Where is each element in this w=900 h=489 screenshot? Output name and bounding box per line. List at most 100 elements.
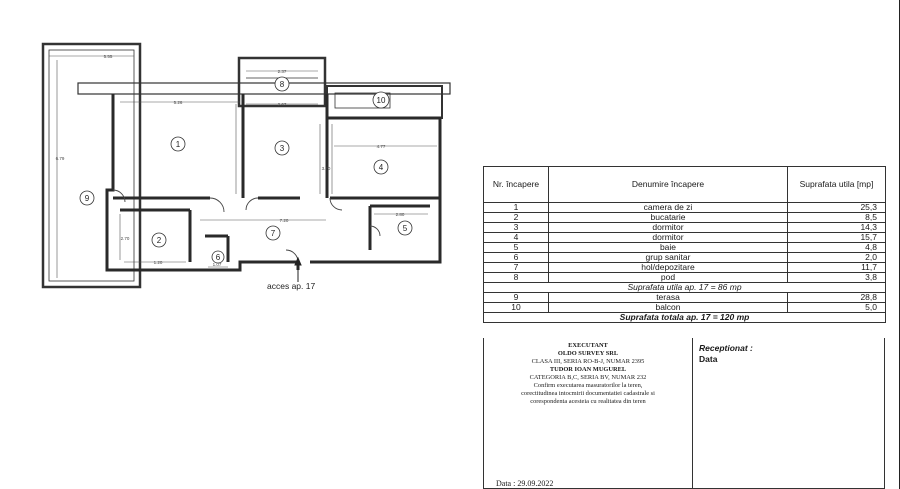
dimension-label: 3.70 [322, 166, 331, 171]
room-number: 3 [280, 144, 285, 153]
dimension-label: 2.67 [278, 102, 287, 107]
row-name-cell: terasa [548, 292, 788, 303]
row-name-cell: camera de zi [548, 202, 788, 213]
header-name: Denumire încapere [548, 166, 788, 203]
dimension-label: 7.20 [280, 218, 289, 223]
executant-block: EXECUTANT OLDO SURVEY SRL CLASA III, SER… [484, 342, 692, 406]
dimension-labels: 5.55 2.37 5.26 2.67 4.77 3.70 6.79 2.70 … [56, 54, 405, 267]
total-cell: Suprafata totala ap. 17 = 120 mp [483, 312, 886, 323]
row-name-cell: hol/depozitare [548, 262, 788, 273]
row-name-cell: dormitor [548, 222, 788, 233]
row-name-cell: pod [548, 272, 788, 283]
row-name-cell: bucatarie [548, 212, 788, 223]
receptionat-title: Receptionat : [699, 343, 753, 353]
executant-statement: corectitudinea intocmirii documentatiei … [521, 390, 655, 397]
row-area-cell: 2,0 [787, 252, 886, 263]
dimension-label: 5.26 [174, 100, 183, 105]
room-markers [79, 76, 413, 264]
floor-plan: 5.55 2.37 5.26 2.67 4.77 3.70 6.79 2.70 … [41, 42, 451, 291]
row-name-cell: baie [548, 242, 788, 253]
row-area-cell: 15,7 [787, 232, 886, 243]
row-nr-cell: 3 [483, 222, 549, 233]
room-number: 2 [157, 236, 162, 245]
room-number: 4 [379, 163, 384, 172]
executant-person: TUDOR IOAN MUGUREL [549, 366, 627, 373]
row-nr-cell: 10 [483, 302, 549, 313]
receptionat-block: Receptionat : Data [699, 343, 753, 365]
room-number: 5 [403, 224, 408, 233]
row-area-cell: 4,8 [787, 242, 886, 253]
executant-company: OLDO SURVEY SRL [557, 350, 619, 357]
row-area-cell: 28,8 [787, 292, 886, 303]
executant-class: CLASA III, SERIA RO-B-J, NUMAR 2395 [531, 358, 645, 365]
executant-heading: EXECUTANT [568, 342, 608, 349]
executant-statement: corespondenta acesteia cu realitatea din… [530, 398, 646, 405]
subtotal-row: Suprafata utila ap. 17 = 86 mp [483, 282, 886, 293]
document-date: Data : 29.09.2022 [496, 479, 554, 488]
receptionat-data-label: Data [699, 354, 718, 364]
row-area-cell: 3,8 [787, 272, 886, 283]
header-nr: Nr. încapere [483, 166, 549, 203]
entrance-arrow-icon [294, 256, 302, 282]
room-number: 9 [85, 194, 90, 203]
row-area-cell: 25,3 [787, 202, 886, 213]
dimension-label: 1.20 [154, 260, 163, 265]
row-nr-cell: 5 [483, 242, 549, 253]
row-nr-cell: 9 [483, 292, 549, 303]
row-nr-cell: 7 [483, 262, 549, 273]
rooms-table: Nr. încapere Denumire încapere Suprafata… [483, 166, 886, 323]
row-area-cell: 11,7 [787, 262, 886, 273]
apartment-walls [105, 94, 442, 272]
dimension-label: 1.07 [213, 262, 222, 267]
executant-statement: Confirm executarea masuratorilor la tere… [533, 382, 643, 389]
row-nr-cell: 4 [483, 232, 549, 243]
room-number: 1 [176, 140, 181, 149]
entrance-label: acces ap. 17 [267, 281, 315, 291]
row-nr-cell: 1 [483, 202, 549, 213]
row-name-cell: dormitor [548, 232, 788, 243]
total-row: Suprafata totala ap. 17 = 120 mp [483, 312, 886, 323]
room-number: 8 [280, 80, 285, 89]
dimension-lines [49, 55, 437, 278]
dimension-label: 4.77 [377, 144, 386, 149]
row-area-cell: 14,3 [787, 222, 886, 233]
cadastral-sheet: Nr. încapere Denumire încapere Suprafata… [483, 166, 886, 489]
dimension-label: 2.70 [121, 236, 130, 241]
table-header-row: Nr. încapere Denumire încapere Suprafata… [483, 166, 886, 203]
executant-category: CATEGORIA B,C, SERIA BV, NUMAR 232 [529, 374, 647, 381]
row-name-cell: grup sanitar [548, 252, 788, 263]
dimension-label: 5.55 [104, 54, 113, 59]
room-number: 7 [271, 229, 276, 238]
row-nr-cell: 8 [483, 272, 549, 283]
row-nr-cell: 2 [483, 212, 549, 223]
row-area-cell: 8,5 [787, 212, 886, 223]
dimension-label: 2.80 [396, 212, 405, 217]
roof-strip [77, 82, 451, 95]
signature-box: EXECUTANT OLDO SURVEY SRL CLASA III, SER… [483, 338, 885, 489]
room-number: 10 [377, 96, 386, 105]
terrace-outline [41, 42, 142, 289]
row-nr-cell: 6 [483, 252, 549, 263]
header-area: Suprafata utila [mp] [787, 166, 886, 203]
dimension-label: 6.79 [56, 156, 65, 161]
row-area-cell: 5,0 [787, 302, 886, 313]
row-name-cell: balcon [548, 302, 788, 313]
subtotal-cell: Suprafata utila ap. 17 = 86 mp [483, 282, 886, 293]
room-number: 6 [216, 253, 221, 262]
room-numbers: 1 2 3 4 5 6 7 8 9 10 [85, 80, 408, 262]
box-divider [692, 338, 693, 489]
dimension-label: 2.37 [278, 69, 287, 74]
door-swings [112, 189, 381, 263]
